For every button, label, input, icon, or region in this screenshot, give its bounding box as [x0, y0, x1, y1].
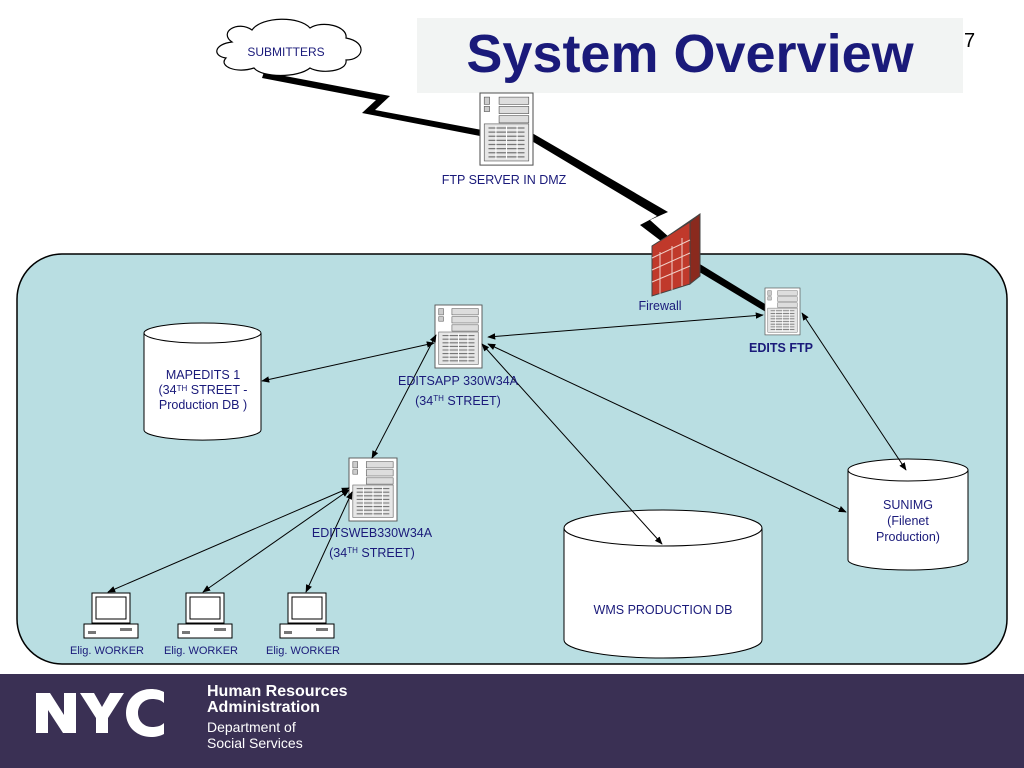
mapedits-label-line2: (34TH STREET -: [146, 383, 260, 398]
link-editsftp-sunimg: [801, 312, 907, 471]
organization-name: Human Resources Administration: [207, 684, 348, 716]
network-zone: [16, 253, 1008, 665]
worker-pc-icon-2: [177, 592, 233, 639]
editsapp-label-line2-suffix: STREET): [443, 394, 501, 408]
editsweb-label: EDITSWEB330W34A (34TH STREET): [294, 523, 450, 563]
editsapp-server-icon: [434, 304, 483, 369]
sunimg-label-line3: Production): [876, 530, 940, 544]
slide-title: System Overview: [466, 24, 914, 84]
footer-bar: [0, 674, 1024, 768]
link-editsapp-editsftp: [487, 312, 764, 340]
editsapp-label: EDITSAPP 330W34A (34TH STREET): [380, 371, 536, 411]
page-number: 7: [964, 30, 976, 52]
editsweb-label-line2: (34TH STREET): [294, 543, 450, 563]
sunimg-label: SUNIMG (Filenet Production): [850, 497, 966, 545]
worker-label-2: Elig. WORKER: [164, 645, 238, 657]
editsweb-label-line2-prefix: (34: [329, 546, 348, 560]
editsweb-label-line2-suffix: STREET): [357, 546, 415, 560]
editsapp-label-line2: (34TH STREET): [380, 391, 536, 411]
editsapp-label-superscript: TH: [433, 394, 444, 403]
lightning-link-ftp-firewall: [530, 133, 690, 260]
worker-label-1: Elig. WORKER: [70, 645, 144, 657]
link-editsapp-sunimg: [487, 343, 847, 513]
sunimg-database-icon: [847, 458, 969, 571]
nyc-logo: [36, 689, 164, 737]
editsapp-label-line1: EDITSAPP 330W34A: [398, 374, 518, 388]
sunimg-label-line1: SUNIMG: [883, 498, 933, 512]
ftp-server-icon: [479, 92, 534, 166]
link-editsweb-worker-3: [305, 491, 353, 593]
firewall-icon: [651, 212, 701, 297]
worker-pc-icon-3: [279, 592, 335, 639]
submitters-label: SUBMITTERS: [247, 45, 325, 59]
department-name-line2: Social Services: [207, 735, 303, 751]
cloud-icon: [216, 18, 362, 77]
editsweb-label-line1: EDITSWEB330W34A: [311, 526, 433, 540]
worker-pc-icon-1: [83, 592, 139, 639]
mapedits-database-icon: [143, 322, 262, 441]
link-editsapp-editsweb: [371, 334, 437, 459]
line-firewall-edits-ftp: [686, 258, 770, 312]
ftp-server-label: FTP SERVER IN DMZ: [441, 173, 567, 187]
edits-ftp-server-icon: [764, 287, 801, 336]
lightning-link-submitters: [262, 72, 482, 136]
wms-label: WMS PRODUCTION DB: [593, 603, 733, 617]
firewall-label: Firewall: [638, 299, 682, 313]
organization-name-line2: Administration: [207, 699, 320, 716]
department-name-line1: Department of: [207, 719, 296, 735]
mapedits-label-line2-prefix: (34: [158, 383, 177, 397]
editsapp-label-line2-prefix: (34: [415, 394, 434, 408]
mapedits-label-superscript: TH: [176, 384, 188, 393]
edits-ftp-label: EDITS FTP: [749, 341, 813, 355]
department-name: Department of Social Services: [207, 719, 303, 751]
mapedits-label-line2-suffix: STREET -: [187, 383, 248, 397]
editsweb-server-icon: [348, 457, 398, 522]
editsweb-label-superscript: TH: [347, 546, 358, 555]
organization-name-line1: Human Resources: [207, 683, 348, 700]
worker-label-3: Elig. WORKER: [266, 645, 340, 657]
title-background: [417, 18, 963, 93]
wms-database-icon: [563, 509, 763, 659]
mapedits-label-line1: MAPEDITS 1: [165, 368, 241, 382]
sunimg-label-line2: (Filenet: [887, 514, 929, 528]
mapedits-label: MAPEDITS 1 (34TH STREET - Production DB …: [146, 368, 260, 413]
mapedits-label-line3: Production DB ): [158, 398, 248, 412]
